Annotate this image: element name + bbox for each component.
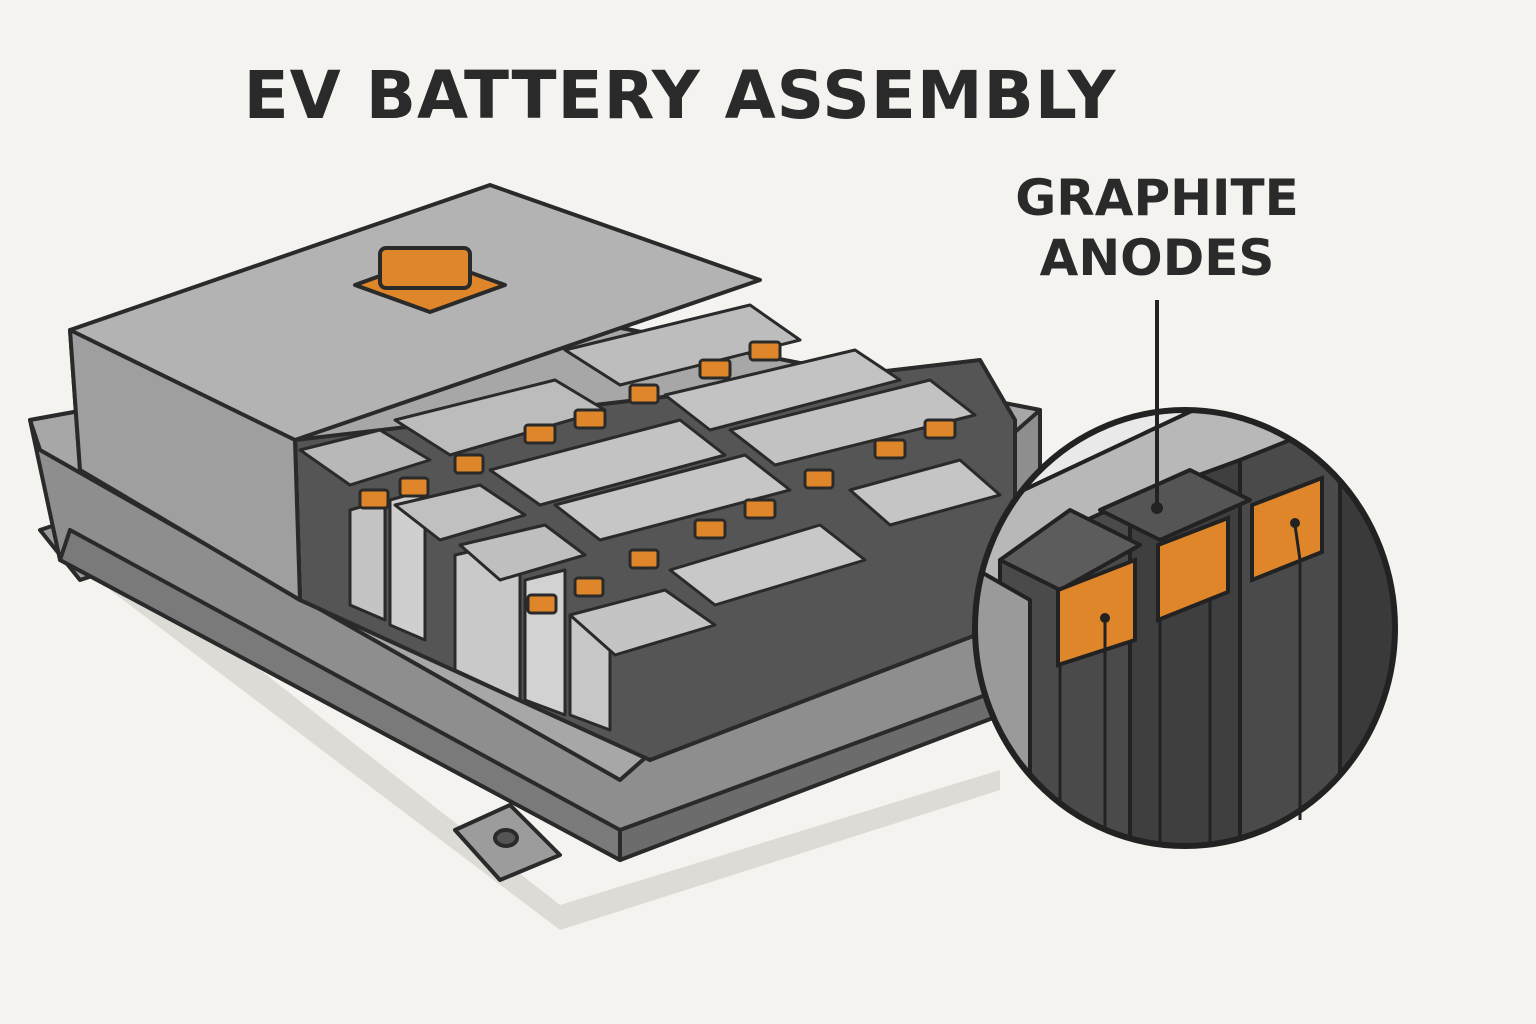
callout-label-line1: GRAPHITE [1015, 169, 1299, 227]
diagram-title: EV BATTERY ASSEMBLY [244, 57, 1117, 134]
graphite-anode-tabs [1056, 475, 1324, 668]
mounting-ear-bottom [453, 803, 562, 882]
cell-terminals [358, 340, 957, 615]
top-connector [353, 246, 507, 314]
callout-label-line2: ANODES [1040, 229, 1275, 287]
cell-tops [298, 303, 1002, 657]
callout-leader-dot [1151, 502, 1163, 514]
battery-pack [28, 183, 1042, 930]
front-cells [348, 488, 612, 732]
